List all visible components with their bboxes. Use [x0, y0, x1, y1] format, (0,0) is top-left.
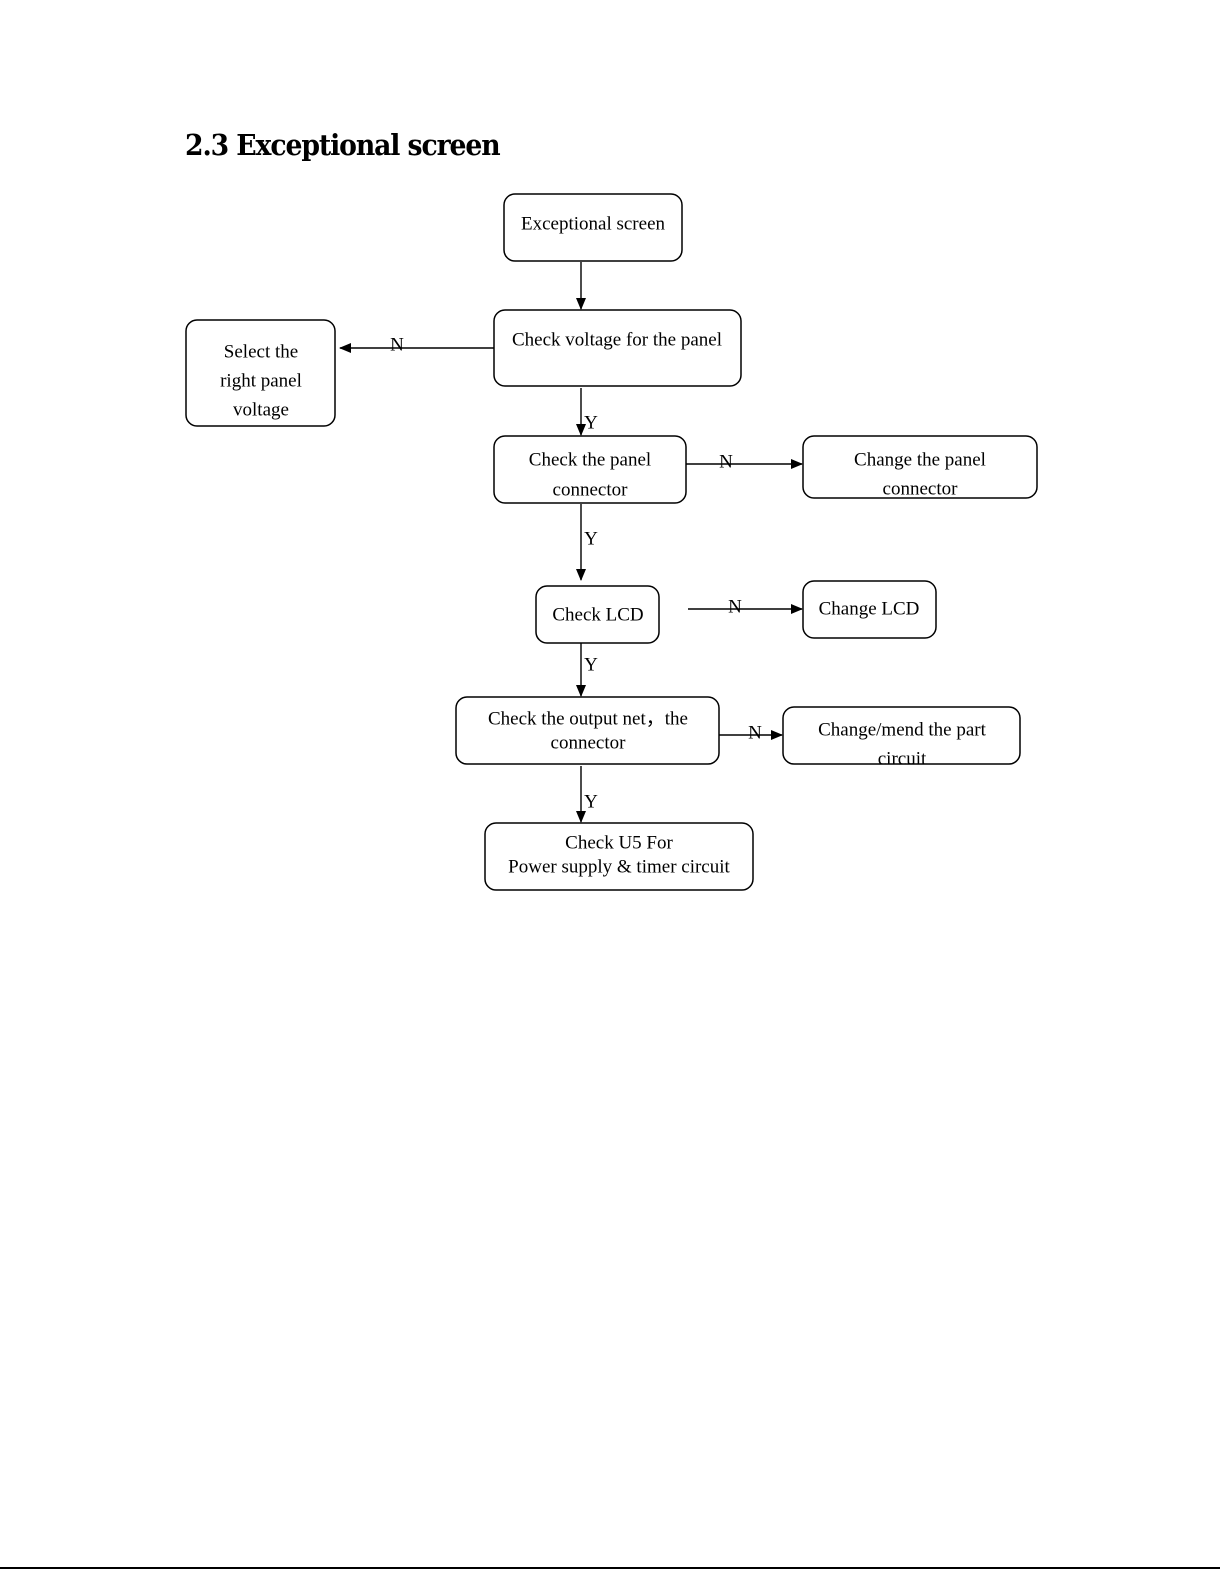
- edge-connector-to-change: N: [678, 451, 802, 472]
- edge-label: Y: [584, 528, 598, 549]
- node-check-voltage: Check voltage for the panel: [494, 310, 741, 386]
- node-label-line: circuit: [878, 748, 927, 769]
- edge-voltage-to-select: N: [340, 334, 494, 355]
- edge-lcd-to-output: Y: [581, 640, 598, 696]
- node-check-output: Check the output net，the connector: [456, 697, 719, 764]
- edge-label: N: [719, 451, 733, 472]
- node-label-line: voltage: [233, 399, 289, 420]
- node-change-connector: Change the panel connector: [803, 436, 1037, 499]
- node-box: [456, 697, 719, 764]
- edge-label: Y: [584, 791, 598, 812]
- edge-label: N: [728, 596, 742, 617]
- node-label-line: Change the panel: [854, 449, 986, 470]
- node-label-line: Change LCD: [819, 598, 920, 619]
- edge-connector-to-lcd: Y: [581, 504, 598, 580]
- page-bottom-rule: [0, 1567, 1220, 1569]
- node-check-lcd: Check LCD: [536, 586, 659, 643]
- node-label-line: Check LCD: [552, 604, 643, 625]
- node-check-connector: Check the panel connector: [494, 436, 686, 503]
- edge-label: N: [748, 722, 762, 743]
- edge-label: N: [390, 334, 404, 355]
- edge-label: Y: [584, 412, 598, 433]
- node-start: Exceptional screen: [504, 194, 682, 261]
- edge-label: Y: [584, 654, 598, 675]
- edge-lcd-to-change: N: [688, 596, 802, 617]
- node-label-line: right panel: [220, 370, 302, 391]
- node-label-line: Power supply & timer circuit: [508, 856, 730, 877]
- node-label-line: Exceptional screen: [521, 213, 666, 234]
- edge-output-to-u5: Y: [581, 766, 598, 822]
- node-label-line: connector: [553, 479, 629, 500]
- node-label-line: connector: [551, 732, 627, 753]
- node-label-line: Check U5 For: [565, 832, 673, 853]
- node-change-mend: Change/mend the part circuit: [783, 707, 1020, 769]
- node-label-line: Select the: [224, 341, 298, 362]
- node-label-line: Check the output net，the: [488, 708, 688, 729]
- node-change-lcd: Change LCD: [803, 581, 936, 638]
- node-label-line: Change/mend the part: [818, 719, 987, 740]
- node-label-line: Check voltage for the panel: [512, 329, 722, 350]
- node-label-line: connector: [883, 478, 959, 499]
- node-select-voltage: Select the right panel voltage: [186, 320, 335, 426]
- node-label-line: Check the panel: [529, 449, 651, 470]
- edge-voltage-to-connector: Y: [581, 388, 598, 435]
